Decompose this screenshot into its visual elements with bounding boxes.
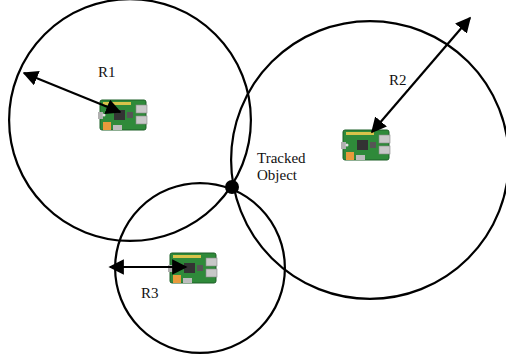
range-circle: R1 [8, 0, 252, 242]
raspberry-pi-icon [341, 130, 390, 160]
radius-arrow [372, 18, 470, 132]
circle-border [231, 21, 506, 299]
circle-outline [8, 0, 252, 242]
circle-border [115, 183, 285, 353]
radius-arrow [110, 266, 186, 268]
circle-outline [114, 182, 286, 354]
raspberry-pi-icon [98, 100, 147, 130]
range-circle: R3 [114, 182, 286, 354]
range-label: R2 [388, 72, 408, 89]
range-label: R1 [97, 64, 117, 81]
range-label: R3 [140, 285, 160, 302]
object-label: Tracked Object [256, 150, 318, 185]
circle-border [9, 0, 251, 241]
